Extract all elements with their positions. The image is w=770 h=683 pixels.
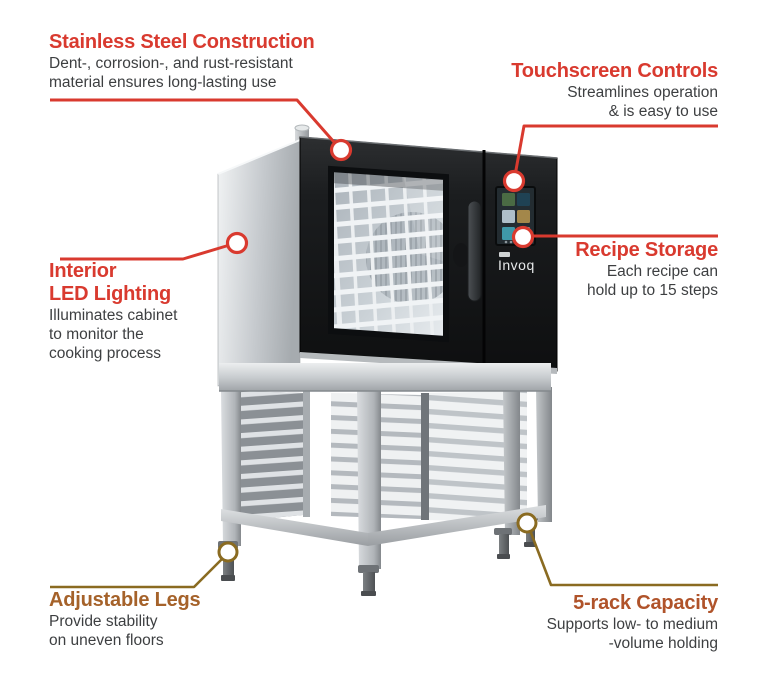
- leader-line-stainless: [50, 98, 343, 151]
- touchscreen-tile: [502, 193, 515, 206]
- door-handle: [467, 200, 482, 302]
- callout-description-line: Provide stability: [49, 613, 158, 630]
- leader-lines: [50, 98, 718, 589]
- combi-oven: Invoq: [217, 124, 558, 392]
- callout-marker-led: [225, 231, 249, 255]
- stand-bottom-rail-left: [221, 509, 368, 546]
- stand-bottom-rail-right: [368, 505, 546, 546]
- callout-title: Touchscreen Controls: [511, 60, 718, 82]
- window-frame: [328, 165, 449, 343]
- callout-description-line: to monitor the: [49, 326, 144, 343]
- touchscreen-tile: [517, 193, 530, 206]
- leader-line-touchscreen: [512, 124, 718, 182]
- brand-wordmark: Invoq: [498, 257, 535, 273]
- callout-description-line: Streamlines operation: [567, 84, 718, 101]
- callout-interior-led-lighting: Interior LED Lighting Illuminates cabine…: [49, 260, 177, 363]
- stand-leg-right: [503, 389, 520, 535]
- window-top-shadow: [331, 169, 446, 191]
- door-handle-knob: [453, 243, 469, 267]
- callout-stainless-steel: Stainless Steel Construction Dent-, corr…: [49, 31, 315, 92]
- callout-description-line: on uneven floors: [49, 632, 164, 649]
- stand-leg-front-center: [357, 391, 381, 569]
- callout-title: Stainless Steel Construction: [49, 31, 315, 53]
- callout-description-line: & is easy to use: [608, 103, 718, 120]
- callout-marker-recipe: [511, 225, 535, 249]
- rack-slats-left: [240, 391, 303, 521]
- callout-title: 5-rack Capacity: [573, 592, 718, 614]
- adjustable-foot-right: [494, 528, 512, 559]
- callout-description-line: Illuminates cabinet: [49, 307, 178, 324]
- stand-top-rail: [219, 363, 551, 391]
- callout-description-line: Supports low- to medium: [546, 616, 718, 633]
- callout-marker-legs: [217, 541, 239, 563]
- callout-5-rack-capacity: 5-rack Capacity Supports low- to medium …: [546, 592, 719, 653]
- callout-title: Adjustable Legs: [49, 589, 201, 611]
- panel-top-bevel: [217, 139, 301, 175]
- callout-marker-stainless: [329, 138, 353, 162]
- callout-title-line: Interior: [49, 260, 117, 282]
- stand-leg-far-right: [536, 387, 552, 522]
- callout-touchscreen-controls: Touchscreen Controls Streamlines operati…: [511, 60, 718, 121]
- callout-title: Recipe Storage: [575, 239, 718, 261]
- glass-reflection: [402, 170, 446, 262]
- callout-description-line: hold up to 15 steps: [587, 282, 718, 299]
- screen-nav-dot: [504, 240, 508, 244]
- touchscreen-tile: [502, 210, 515, 223]
- rack-slats-right: [429, 391, 527, 523]
- touchscreen-tile: [502, 227, 515, 240]
- callout-description-line: cooking process: [49, 345, 162, 362]
- screen-nav-dot: [509, 240, 513, 244]
- rack-rail: [421, 393, 429, 520]
- oven-stand: [218, 387, 552, 596]
- door-window: [331, 169, 446, 339]
- leader-line-led: [60, 242, 234, 261]
- stainless-side-panel: [217, 139, 301, 387]
- callout-marker-racks: [516, 512, 538, 534]
- brand-logo-mark: [499, 252, 510, 257]
- rack-rail: [303, 391, 310, 517]
- touchscreen-tile: [517, 210, 530, 223]
- callout-description-line: material ensures long-lasting use: [49, 74, 277, 91]
- callout-description-line: Each recipe can: [606, 263, 718, 280]
- callout-description-line: Dent-, corrosion-, and rust-resistant: [49, 55, 293, 72]
- leader-line-racks: [526, 524, 718, 587]
- callout-markers: [217, 138, 538, 563]
- stand-rack-section-right: [429, 391, 527, 523]
- leader-line-legs: [50, 552, 229, 589]
- callout-marker-touchscreen: [502, 169, 526, 193]
- callout-title-line: LED Lighting: [49, 283, 172, 305]
- stand-leg-front-left: [221, 391, 241, 546]
- callout-description-line: -volume holding: [608, 635, 718, 652]
- callout-adjustable-legs: Adjustable Legs Provide stability on une…: [49, 589, 201, 650]
- stand-rack-section-left: [240, 391, 303, 521]
- callout-recipe-storage: Recipe Storage Each recipe can hold up t…: [575, 239, 718, 300]
- adjustable-foot-front-center: [358, 565, 379, 596]
